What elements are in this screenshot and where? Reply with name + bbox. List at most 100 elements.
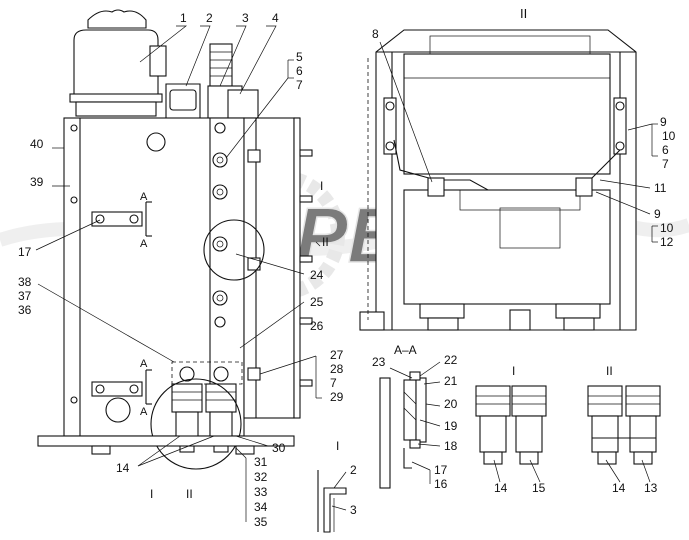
detail-circle-one <box>203 219 265 281</box>
reservoir-base <box>69 93 163 103</box>
section-aa: A–A <box>379 343 427 489</box>
small-detail-one: I 2 3 <box>317 439 357 533</box>
upper-tank <box>403 53 611 175</box>
detail-label: I <box>150 487 153 501</box>
clamp-bracket-lower <box>91 381 143 397</box>
drain-hole <box>105 397 131 423</box>
right-view-labels: 8 9 10 6 7 11 9 10 12 <box>372 27 676 249</box>
callout: 25 <box>310 295 324 309</box>
callout: 32 <box>254 470 268 484</box>
callout: 27 <box>330 348 344 362</box>
detail-title: I <box>336 439 339 453</box>
lower-tank <box>403 189 611 305</box>
fitting-nut <box>169 89 197 111</box>
detail-label: I <box>320 179 323 193</box>
section-labels: 23 22 21 20 19 18 17 16 <box>372 353 458 491</box>
reservoir-cap <box>87 9 147 29</box>
part-4-box <box>227 89 259 119</box>
right-view-callouts <box>379 41 658 243</box>
callout: 1 <box>180 11 187 25</box>
callout: 15 <box>532 481 546 495</box>
callout: 11 <box>654 181 667 195</box>
callout: 10 <box>662 129 676 143</box>
callout: 39 <box>30 175 44 189</box>
callout: 18 <box>444 439 458 453</box>
callout: 8 <box>372 27 379 41</box>
callout: 13 <box>644 481 658 495</box>
port-hole <box>146 132 166 152</box>
pressure-switch-left <box>171 383 203 453</box>
callout: 40 <box>30 137 44 151</box>
callout: 2 <box>350 463 357 477</box>
section-callouts <box>389 361 441 484</box>
callout: 22 <box>444 353 458 367</box>
callout: 28 <box>330 362 344 376</box>
callout: 33 <box>254 485 268 499</box>
detail-title: I <box>512 364 515 378</box>
section-mark-upper: A A <box>140 191 152 250</box>
callout: 14 <box>494 481 508 495</box>
clamp-bracket-upper <box>91 211 143 227</box>
view-title: II <box>520 6 527 21</box>
strap-right <box>613 97 627 155</box>
callout: 4 <box>272 11 279 25</box>
callout: 2 <box>206 11 213 25</box>
callout: 5 <box>296 50 303 64</box>
pipe-clamp <box>427 177 445 197</box>
callout: 9 <box>660 115 667 129</box>
rail-flange <box>293 117 301 419</box>
callout: 16 <box>434 477 448 491</box>
callout: 38 <box>18 275 32 289</box>
callout: 3 <box>242 11 249 25</box>
detail-two-switches: II 14 13 <box>587 364 661 495</box>
callout: 24 <box>310 268 324 282</box>
section-label: A <box>140 191 148 203</box>
callout: 37 <box>18 289 32 303</box>
main-callout-labels: 1 2 3 4 5 6 7 40 39 17 38 37 36 24 25 26… <box>18 11 344 529</box>
callout: 10 <box>660 221 674 235</box>
callout: 17 <box>18 245 32 259</box>
rail-bolt <box>247 367 261 381</box>
right-view: II <box>359 6 637 331</box>
bellows-connector <box>209 43 233 87</box>
rail-bolt <box>247 149 261 163</box>
callout: 3 <box>350 503 357 517</box>
section-label: A <box>140 358 148 370</box>
section-mark-lower: A A <box>140 358 152 418</box>
callout: 23 <box>372 355 386 369</box>
callout: 17 <box>434 463 448 477</box>
hose-connector <box>149 45 167 77</box>
callout: 21 <box>444 374 458 388</box>
detail-one-switches: I 14 15 <box>475 364 547 495</box>
strap-left <box>383 97 397 155</box>
callout: 35 <box>254 515 268 529</box>
view-title: A–A <box>394 343 417 357</box>
callout: 29 <box>330 390 344 404</box>
section-label: A <box>140 238 148 250</box>
callout: 7 <box>296 78 303 92</box>
callout: 7 <box>330 376 337 390</box>
reservoir-collar <box>75 101 157 117</box>
callout: 26 <box>310 319 324 333</box>
callout: 6 <box>296 64 303 78</box>
base-plate <box>37 435 295 447</box>
callout: 14 <box>612 481 626 495</box>
callout: 34 <box>254 500 268 514</box>
callout: 30 <box>272 441 286 455</box>
callout: 20 <box>444 397 458 411</box>
callout: 7 <box>662 157 669 171</box>
detail-circle-two <box>150 378 242 470</box>
main-callouts <box>35 25 322 522</box>
callout: 36 <box>18 303 32 317</box>
callout: 6 <box>662 143 669 157</box>
callout: 9 <box>654 207 661 221</box>
callout: 31 <box>254 455 268 469</box>
section-wall <box>379 377 391 489</box>
reservoir <box>73 29 159 95</box>
detail-title: II <box>606 364 613 378</box>
callout: 19 <box>444 419 458 433</box>
pipe-clamp <box>575 177 593 197</box>
detail-label: II <box>186 487 193 501</box>
detail-label: II <box>322 235 329 249</box>
